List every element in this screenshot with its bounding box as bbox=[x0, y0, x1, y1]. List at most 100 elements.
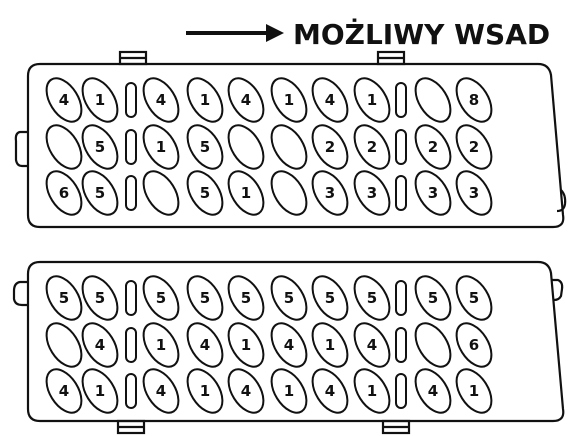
lower-basket-slot bbox=[270, 322, 308, 368]
lower-basket-slot-number: 1 bbox=[95, 382, 105, 400]
lower-basket-slot bbox=[81, 322, 119, 368]
lower-basket-slot-number: 4 bbox=[241, 382, 251, 400]
lower-basket-slot-number: 5 bbox=[241, 289, 251, 307]
upper-basket-slot bbox=[142, 124, 180, 170]
lower-basket-slot-number: 1 bbox=[284, 382, 294, 400]
lower-basket-slot-number: 4 bbox=[284, 336, 294, 354]
lower-basket-slot-number: 1 bbox=[367, 382, 377, 400]
upper-basket-slot bbox=[45, 170, 83, 216]
upper-basket-slot bbox=[311, 170, 349, 216]
upper-basket-slot bbox=[270, 124, 308, 170]
upper-basket-frame bbox=[14, 50, 567, 229]
lower-basket-slot-number: 6 bbox=[469, 336, 479, 354]
upper-basket-slot bbox=[353, 124, 391, 170]
lower-basket-divider-slot bbox=[395, 327, 407, 363]
lower-basket-slot-number: 1 bbox=[156, 336, 166, 354]
upper-basket-slot bbox=[81, 124, 119, 170]
lower-basket-slot-number: 5 bbox=[284, 289, 294, 307]
lower-basket-slot bbox=[455, 322, 493, 368]
upper-basket-slot-number: 5 bbox=[200, 184, 210, 202]
upper-basket-slot bbox=[142, 170, 180, 216]
upper-basket-slot bbox=[414, 170, 452, 216]
lower-basket-slot-number: 1 bbox=[325, 336, 335, 354]
upper-basket-slot bbox=[142, 77, 180, 123]
lower-basket-slot bbox=[227, 368, 265, 414]
lower-basket-slot-number: 4 bbox=[95, 336, 105, 354]
upper-basket-slot-number: 3 bbox=[469, 184, 479, 202]
lower-basket-slot-number: 5 bbox=[200, 289, 210, 307]
lower-basket-slot bbox=[227, 322, 265, 368]
upper-basket-slot bbox=[186, 124, 224, 170]
lower-basket-slot bbox=[45, 322, 83, 368]
header-label: MOŻLIWY WSAD bbox=[293, 17, 550, 51]
upper-basket-slot-number: 1 bbox=[200, 91, 210, 109]
lower-basket-slot bbox=[311, 275, 349, 321]
lower-basket-slot-number: 5 bbox=[95, 289, 105, 307]
upper-basket-slot bbox=[414, 77, 452, 123]
upper-basket-slot-number: 4 bbox=[325, 91, 335, 109]
lower-basket-slot-number: 5 bbox=[367, 289, 377, 307]
upper-basket-slot bbox=[311, 77, 349, 123]
lower-basket-slot-number: 5 bbox=[59, 289, 69, 307]
upper-basket-slot bbox=[81, 170, 119, 216]
lower-basket-slot bbox=[455, 275, 493, 321]
upper-basket-divider-slot bbox=[395, 129, 407, 165]
upper-basket-slot bbox=[186, 77, 224, 123]
lower-basket-slot bbox=[311, 368, 349, 414]
upper-basket-slot-number: 1 bbox=[156, 138, 166, 156]
lower-basket-slot bbox=[45, 368, 83, 414]
lower-basket-slot bbox=[186, 368, 224, 414]
lower-basket-slot bbox=[455, 368, 493, 414]
upper-basket-slot bbox=[455, 124, 493, 170]
upper-basket-slot bbox=[227, 124, 265, 170]
lower-basket-divider-slot bbox=[125, 373, 137, 409]
lower-basket-slot-number: 1 bbox=[241, 336, 251, 354]
lower-basket-divider-slot bbox=[395, 373, 407, 409]
lower-basket-slot bbox=[353, 275, 391, 321]
lower-basket-slot bbox=[227, 275, 265, 321]
lower-basket-slot bbox=[414, 275, 452, 321]
upper-basket-slot-number: 2 bbox=[428, 138, 438, 156]
lower-basket-slot-number: 4 bbox=[325, 382, 335, 400]
lower-basket-slot bbox=[186, 275, 224, 321]
lower-basket-slot bbox=[81, 368, 119, 414]
upper-basket-slot bbox=[227, 77, 265, 123]
lower-basket-slot-number: 1 bbox=[469, 382, 479, 400]
lower-basket-slot bbox=[142, 275, 180, 321]
lower-basket-slot bbox=[186, 322, 224, 368]
lower-basket-slot-number: 5 bbox=[469, 289, 479, 307]
upper-basket-slot-number: 2 bbox=[325, 138, 335, 156]
upper-basket-slot bbox=[353, 77, 391, 123]
upper-basket-slot bbox=[455, 77, 493, 123]
upper-basket-slot-number: 1 bbox=[241, 184, 251, 202]
upper-basket-slot-number: 8 bbox=[469, 91, 479, 109]
lower-basket-slot-number: 5 bbox=[428, 289, 438, 307]
upper-basket-slot bbox=[227, 170, 265, 216]
upper-basket-slot-number: 1 bbox=[367, 91, 377, 109]
lower-basket-slot-number: 4 bbox=[200, 336, 210, 354]
lower-basket-slot-number: 4 bbox=[367, 336, 377, 354]
upper-basket-divider-slot bbox=[395, 82, 407, 118]
upper-basket-divider-slot bbox=[395, 175, 407, 211]
lower-basket-slot-number: 4 bbox=[156, 382, 166, 400]
upper-basket-slot bbox=[311, 124, 349, 170]
upper-basket-slot-number: 5 bbox=[95, 184, 105, 202]
lower-basket-slot-number: 4 bbox=[428, 382, 438, 400]
lower-basket-slot bbox=[311, 322, 349, 368]
upper-basket-slot bbox=[81, 77, 119, 123]
upper-basket-slot-number: 5 bbox=[95, 138, 105, 156]
upper-basket-divider-slot bbox=[125, 82, 137, 118]
arrow-right-icon bbox=[186, 24, 284, 42]
upper-basket-slot-number: 1 bbox=[284, 91, 294, 109]
lower-basket-slot bbox=[353, 368, 391, 414]
lower-basket-slot-number: 5 bbox=[325, 289, 335, 307]
upper-basket-slot bbox=[414, 124, 452, 170]
lower-basket-frame bbox=[12, 260, 565, 435]
upper-basket-slot-number: 2 bbox=[469, 138, 479, 156]
upper-basket-slot-number: 5 bbox=[200, 138, 210, 156]
upper-basket-slot-number: 1 bbox=[95, 91, 105, 109]
lower-basket-slot-number: 5 bbox=[156, 289, 166, 307]
